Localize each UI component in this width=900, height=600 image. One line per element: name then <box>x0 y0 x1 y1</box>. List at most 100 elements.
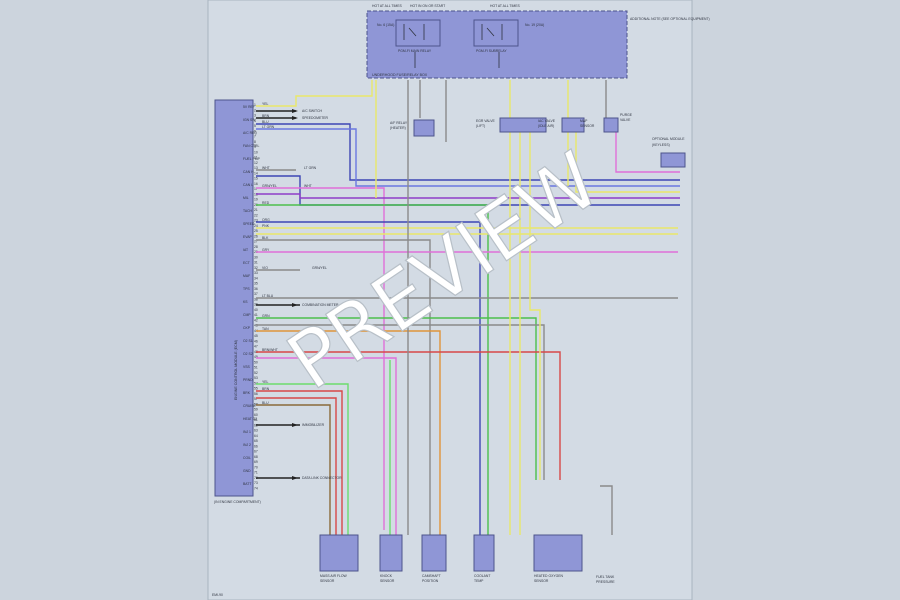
fuse-label-2: No. 19 (20A) <box>525 23 544 27</box>
ecm-pin: 31 <box>254 261 258 265</box>
upper-component-name: EGR VALVE <box>476 119 495 123</box>
ecm-pin: 13 <box>254 166 258 170</box>
ecm-pin: 51 <box>254 366 258 370</box>
ecm-pin: 45 <box>254 334 258 338</box>
wire <box>600 485 613 535</box>
bottom-component-block <box>421 534 447 572</box>
upper-component-sub: VALVE <box>620 118 631 122</box>
ecm-terminal-label: VSS <box>243 365 251 369</box>
ecm-pin: 17 <box>254 187 258 191</box>
ecm-terminal-label: SPEED <box>243 222 255 226</box>
right-module-sub: (KEYLESS) <box>652 143 670 147</box>
arrow-target-label: SPEEDOMETER <box>302 116 329 120</box>
wire <box>256 324 545 480</box>
ecm-terminal-label: BATT <box>243 482 251 486</box>
ecm-pin: 49 <box>254 355 258 359</box>
ecm-location: (IN ENGINE COMPARTMENT) <box>214 500 261 504</box>
ecm-pin: 16 <box>254 182 258 186</box>
upper-component-sub: (LIFT) <box>476 124 485 128</box>
wire-color-label: WHT <box>304 184 312 188</box>
ecm-pin: 47 <box>254 345 258 349</box>
fuse-box-note: ADDITIONAL NOTE (SEE OPTIONAL EQUIPMENT) <box>630 17 710 21</box>
ecm-pin: 41 <box>254 313 258 317</box>
ecm-pin: 50 <box>254 360 258 364</box>
ecm-terminal-label: COIL <box>243 456 251 460</box>
wire <box>256 175 680 206</box>
upper-component-name: PURGE <box>620 113 633 117</box>
upper-components: A/F RELAY(HEATER)EGR VALVE(LIFT)IAC VALV… <box>390 113 633 137</box>
upper-component-block <box>413 119 435 137</box>
bottom-component-sub: POSITION <box>422 579 439 583</box>
ecm-pin: 72 <box>254 476 258 480</box>
ecm-pin: 61 <box>254 418 258 422</box>
page-number: EMI-90 <box>212 593 223 597</box>
upper-component-block <box>603 117 619 133</box>
ecm-pin: 39 <box>254 303 258 307</box>
ecm-terminal-label: IAT <box>243 248 248 252</box>
ecm-pin: 42 <box>254 318 258 322</box>
relay-label-1: PGM-FI MAIN RELAY <box>398 49 432 53</box>
ecm-pin: 24 <box>254 224 258 228</box>
ecm-terminal-label: IGN SW <box>243 118 256 122</box>
bottom-component-name: FUEL TANK <box>596 575 615 579</box>
ecm-pin: 66 <box>254 444 258 448</box>
bottom-component-sub: SENSOR <box>380 579 395 583</box>
ecm-pin: 67 <box>254 450 258 454</box>
fuse-box-title: UNDERHOOD FUSE/RELAY BOX <box>372 73 428 77</box>
ecm-pin: 3 <box>254 114 256 118</box>
ecm-block <box>214 99 254 497</box>
ecm-pin: 44 <box>254 329 258 333</box>
ecm-pin: 53 <box>254 376 258 380</box>
wire <box>256 123 680 181</box>
ecm-terminal-label: A/C REQ <box>243 131 257 135</box>
ecm-pin: 28 <box>254 245 258 249</box>
ecm-pin: 7 <box>254 135 256 139</box>
ecm-pin: 4 <box>254 119 256 123</box>
ecm-pin: 23 <box>254 219 258 223</box>
wire-color-label: LT BLU <box>262 294 274 298</box>
ecm-pin: 14 <box>254 171 258 175</box>
bottom-component-name: CAMSHAFT <box>422 574 441 578</box>
ecm-pin: 9 <box>254 145 256 149</box>
bottom-component-name: KNOCK <box>380 574 393 578</box>
bottom-component-sub: SENSOR <box>320 579 335 583</box>
wire <box>256 351 561 480</box>
hot-label-3: HOT AT ALL TIMES <box>490 4 521 8</box>
arrow-icon <box>292 423 298 427</box>
wire-color-label: GRY <box>262 248 270 252</box>
wire-color-label: TAN <box>262 327 269 331</box>
ecm-terminal-label: INJ 1 <box>243 430 251 434</box>
ecm-terminal-label: EVAP <box>243 235 253 239</box>
wire <box>256 187 385 530</box>
ecm-pin: 48 <box>254 350 258 354</box>
ecm-pin: 11 <box>254 156 258 160</box>
ecm-pin: 27 <box>254 240 258 244</box>
arrow-icon <box>292 476 298 480</box>
ecm-pin: 25 <box>254 229 258 233</box>
ecm-terminal-label: TPS <box>243 287 250 291</box>
ecm-pin: 22 <box>254 213 258 217</box>
ecm-pin: 52 <box>254 371 258 375</box>
wire <box>256 204 489 535</box>
wire <box>256 239 431 535</box>
ecm-pin: 15 <box>254 177 258 181</box>
arrow-target-label: IMMOBILIZER <box>302 423 325 427</box>
relay-switches <box>403 24 503 68</box>
ecm-pin: 35 <box>254 282 258 286</box>
wire <box>256 390 343 535</box>
upper-component-name: IAC VALVE <box>538 119 556 123</box>
ecm-pin: 37 <box>254 292 258 296</box>
arrow-icon <box>292 109 298 113</box>
ecm-terminal-label: CAN L <box>243 183 253 187</box>
wire-color-label: BLU <box>262 120 269 124</box>
arrow-icon <box>292 116 298 120</box>
bottom-component-sub: TEMP <box>474 579 484 583</box>
wire <box>575 132 680 193</box>
bottom-component-name: COOLANT <box>474 574 490 578</box>
ecm-pin: 5 <box>254 124 256 128</box>
main-relay <box>395 19 441 47</box>
sub-relay <box>473 19 519 47</box>
upper-component-name: A/F RELAY <box>390 121 408 125</box>
ecm-pin: 38 <box>254 297 258 301</box>
wire <box>256 80 373 107</box>
